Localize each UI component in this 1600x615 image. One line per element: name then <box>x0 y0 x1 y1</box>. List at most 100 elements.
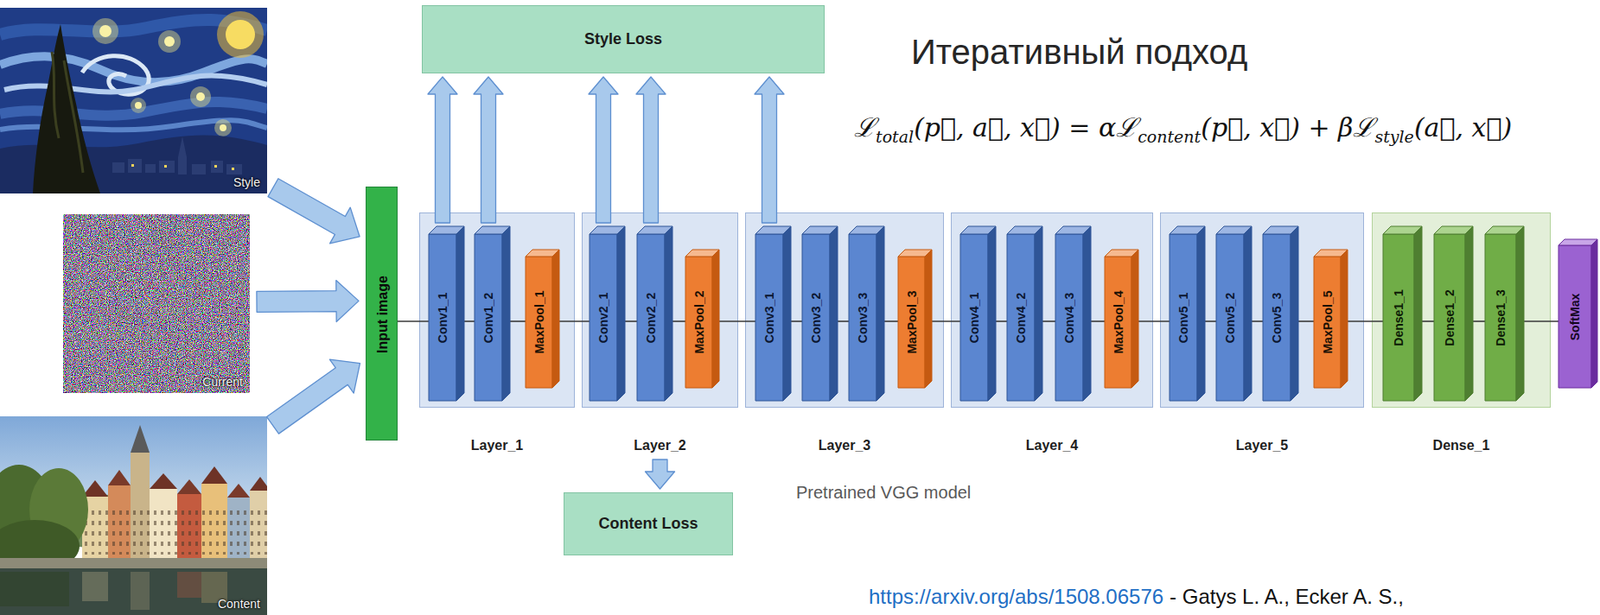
pool-block: MaxPool_5 <box>1313 249 1348 389</box>
layer-link <box>509 320 526 323</box>
block-label: Conv4_3 <box>1062 292 1077 343</box>
block-label: Dense1_1 <box>1391 289 1406 346</box>
layer-group: Layer_1Conv1_1Conv1_2MaxPool_1 <box>419 212 575 457</box>
pool-block: MaxPool_2 <box>685 249 720 389</box>
label-holder: Layer_3 <box>745 438 944 454</box>
block-label: Conv3_3 <box>855 292 870 343</box>
block-face <box>1216 234 1244 402</box>
formula-part: (a⃗, x⃗) <box>1414 112 1512 143</box>
layer-link <box>1347 320 1384 323</box>
starry-night-painting-part <box>219 124 227 132</box>
model-caption: Pretrained VGG model <box>796 483 971 503</box>
layer-link <box>1298 320 1314 323</box>
block-face <box>1104 256 1132 389</box>
starry-night-painting-part <box>231 167 235 171</box>
block-label: Conv2_1 <box>596 292 611 343</box>
flow-arrow <box>754 76 785 224</box>
flow-arrow <box>256 280 359 323</box>
starry-night-painting-part <box>216 11 264 58</box>
formula-part: content <box>1137 127 1201 147</box>
starry-night-painting-part <box>164 36 175 47</box>
block-face <box>474 234 503 402</box>
block-label: Conv4_2 <box>1013 292 1028 343</box>
starry-night-painting-part <box>196 92 205 102</box>
starry-night-painting-part <box>99 25 112 38</box>
block-face <box>1034 226 1043 402</box>
block-face <box>712 249 720 389</box>
image-caption: Content <box>217 597 261 612</box>
layer-link <box>884 320 899 323</box>
starry-night-painting-part <box>164 165 167 168</box>
town-photo-part <box>0 558 268 569</box>
starry-night-painting-part <box>229 24 249 46</box>
dense-block: Dense1_3 <box>1485 226 1524 402</box>
town-photo-part <box>0 568 268 615</box>
block-face <box>1131 249 1139 389</box>
block-face <box>1434 234 1466 402</box>
block-face <box>960 234 989 402</box>
starry-night-painting-part <box>158 30 181 53</box>
label-holder: Layer_5 <box>1160 438 1365 454</box>
conv-block: Conv4_1 <box>960 226 996 402</box>
dense-block: Dense1_1 <box>1383 226 1422 402</box>
flow-arrow <box>636 76 666 224</box>
block-face <box>1558 239 1598 246</box>
label-holder: Layer_4 <box>950 438 1154 454</box>
block-face <box>1383 234 1415 402</box>
starry-night-painting-part <box>214 165 217 168</box>
starry-night-painting-part <box>131 164 134 167</box>
block-label: Dense1_2 <box>1442 289 1457 346</box>
layer-link <box>931 320 961 323</box>
label-holder: https://arxiv.org/abs/1508.06576- Gatys … <box>868 585 1404 610</box>
block-label: MaxPool_3 <box>905 290 919 354</box>
block-label: Input image <box>375 275 391 354</box>
starry-night-painting-part <box>225 19 255 50</box>
dense-group: Dense_1 Dense1_1 Dense1_2 Dense1_3 <box>1371 212 1551 457</box>
block-face <box>988 226 996 402</box>
block-label: Conv5_1 <box>1176 292 1191 343</box>
layer-label: Layer_5 <box>1236 438 1289 453</box>
block-face <box>876 226 885 402</box>
conv-block: Conv2_1 <box>589 226 625 402</box>
block-face <box>1243 226 1252 402</box>
starry-night-painting <box>0 7 268 194</box>
layer-link <box>1523 320 1559 323</box>
label-holder: Layer_2 <box>581 438 739 454</box>
conv-block: Conv3_2 <box>802 226 838 402</box>
formula-part: total <box>875 127 914 147</box>
starry-night-painting-part <box>159 160 175 173</box>
conv-block: Conv5_1 <box>1169 226 1205 402</box>
starry-night-painting-part <box>4 76 268 93</box>
block-face <box>755 234 784 402</box>
town-photo-part <box>201 466 228 485</box>
reference-text: - Gatys L. A., Ecker A. S., <box>1169 585 1404 609</box>
pool-block: MaxPool_4 <box>1104 249 1139 389</box>
starry-night-painting-part <box>0 7 268 194</box>
flow-arrow <box>645 459 676 490</box>
block-face <box>1169 234 1198 402</box>
block-face <box>1290 226 1299 402</box>
block-label: Conv3_2 <box>809 292 823 343</box>
layer-group: Layer_2Conv2_1Conv2_2MaxPool_2 <box>581 212 739 457</box>
block-label: Conv5_2 <box>1223 292 1237 343</box>
block-label: SoftMax <box>1568 293 1582 340</box>
block-face <box>1591 239 1598 389</box>
conv-block: Conv3_3 <box>848 226 885 402</box>
block-face <box>1007 234 1035 402</box>
block-face <box>1340 249 1348 389</box>
town-photo-part <box>149 473 178 490</box>
block-face <box>456 226 465 402</box>
block-label: Dense1_3 <box>1493 289 1508 346</box>
layer-link <box>1251 320 1263 323</box>
block-face <box>1414 226 1422 402</box>
layer-label: Dense_1 <box>1433 438 1491 453</box>
loss-box: Style Loss <box>421 5 825 74</box>
flow-arrow <box>427 76 458 224</box>
flow-arrow <box>267 359 361 434</box>
town-photo-part <box>82 504 268 555</box>
flow-arrow <box>267 178 360 244</box>
conv-block: Conv1_1 <box>428 226 465 402</box>
layer-link <box>1138 320 1170 323</box>
